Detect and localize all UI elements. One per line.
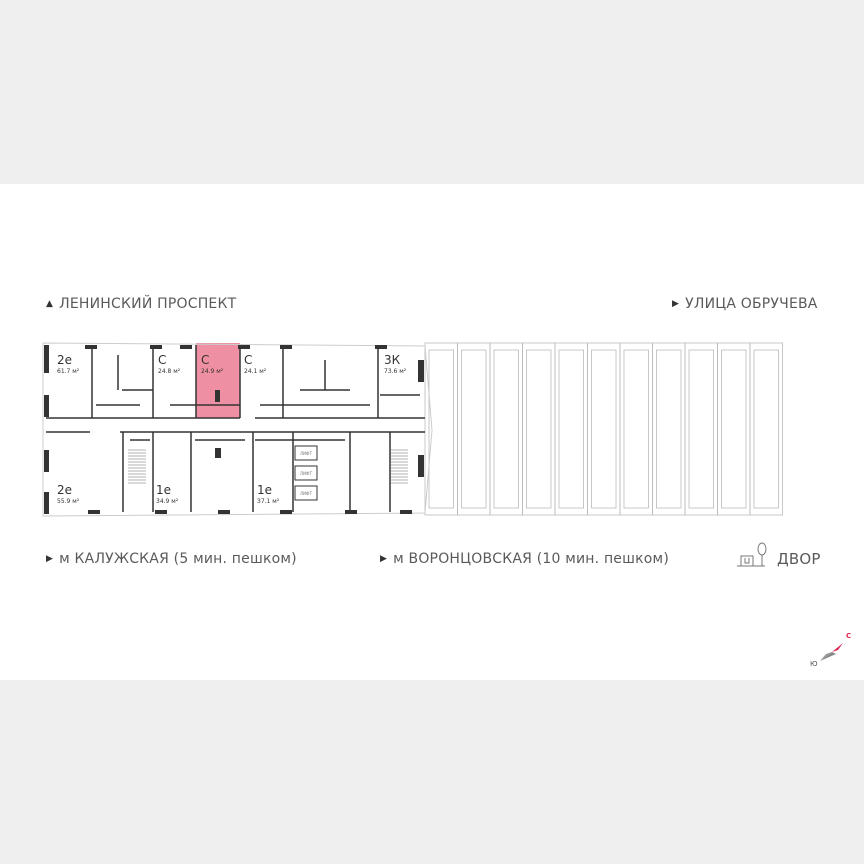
metro-name: м КАЛУЖСКАЯ (5 мин. пешком) [59,551,297,567]
svg-text:1е: 1е [156,483,171,497]
yard-grid-inner [558,349,584,509]
unit-c-24-9-selected[interactable]: С24.9 м² [201,353,224,375]
triangle-icon: ▶ [46,554,54,564]
svg-text:2е: 2е [57,483,72,497]
yard-grid-cell [522,342,556,516]
yard-grid-cell [652,342,686,516]
lift-shafts: ЛИФТ ЛИФТ ЛИФТ [294,445,318,501]
svg-text:С: С [158,353,166,367]
svg-text:1е: 1е [257,483,272,497]
lift-label: ЛИФТ [300,471,312,476]
yard-icon [737,542,767,567]
metro-label-1: ▶ м КАЛУЖСКАЯ (5 мин. пешком) [46,551,297,567]
stairs [128,449,408,484]
svg-text:34.9 м²: 34.9 м² [156,498,179,505]
yard-grid-inner [753,349,779,509]
building-outline [42,342,433,517]
svg-text:37.1 м²: 37.1 м² [257,498,280,505]
yard-grid-inner [591,349,617,509]
yard-grid-inner [493,349,519,509]
yard-grid-inner [623,349,649,509]
yard-grid-inner [721,349,747,509]
yard-grid-cell [489,342,523,516]
south-label: Ю [810,660,818,668]
yard-label: ДВОР [777,550,821,568]
svg-text:2е: 2е [57,353,72,367]
svg-text:73.6 м²: 73.6 м² [384,368,407,375]
triangle-icon: ▶ [380,554,388,564]
street-name: ЛЕНИНСКИЙ ПРОСПЕКТ [59,296,237,312]
yard-grid-inner [461,349,487,509]
unit-c-24-8[interactable]: С24.8 м² [158,353,181,375]
svg-text:61.7 м²: 61.7 м² [57,368,80,375]
yard-grid-cell [457,342,491,516]
north-label: С [846,632,851,640]
yard-grid-cell [424,342,458,516]
yard-grid-cell [619,342,653,516]
walls [46,345,425,512]
street-name: УЛИЦА ОБРУЧЕВА [685,296,818,312]
yard-grid-inner [688,349,714,509]
svg-text:24.8 м²: 24.8 м² [158,368,181,375]
yard-grid-cell [749,342,783,516]
compass-icon: С Ю [810,632,851,668]
triangle-icon: ▲ [46,299,54,309]
metro-name: м ВОРОНЦОВСКАЯ (10 мин. пешком) [393,551,669,567]
yard-grid-inner [656,349,682,509]
svg-text:55.9 м²: 55.9 м² [57,498,80,505]
yard-grid-cell [717,342,751,516]
yard-grid-inner [526,349,552,509]
lift-label: ЛИФТ [300,451,312,456]
columns [44,345,424,514]
yard-grid-cell [554,342,588,516]
yard-grid-inner [428,349,454,509]
street-label-left: ▲ ЛЕНИНСКИЙ ПРОСПЕКТ [46,296,236,312]
svg-text:3К: 3К [384,353,401,367]
metro-label-2: ▶ м ВОРОНЦОВСКАЯ (10 мин. пешком) [380,551,669,567]
yard-grid-cell [587,342,621,516]
yard-grid [424,342,783,516]
triangle-icon: ▶ [672,299,680,309]
svg-text:С: С [201,353,209,367]
svg-text:24.9 м²: 24.9 м² [201,368,224,375]
yard-grid-cell [684,342,718,516]
svg-text:24.1 м²: 24.1 м² [244,368,267,375]
svg-text:С: С [244,353,252,367]
lift-label: ЛИФТ [300,491,312,496]
street-label-right: ▶ УЛИЦА ОБРУЧЕВА [672,296,818,312]
unit-c-24-1[interactable]: С24.1 м² [244,353,267,375]
